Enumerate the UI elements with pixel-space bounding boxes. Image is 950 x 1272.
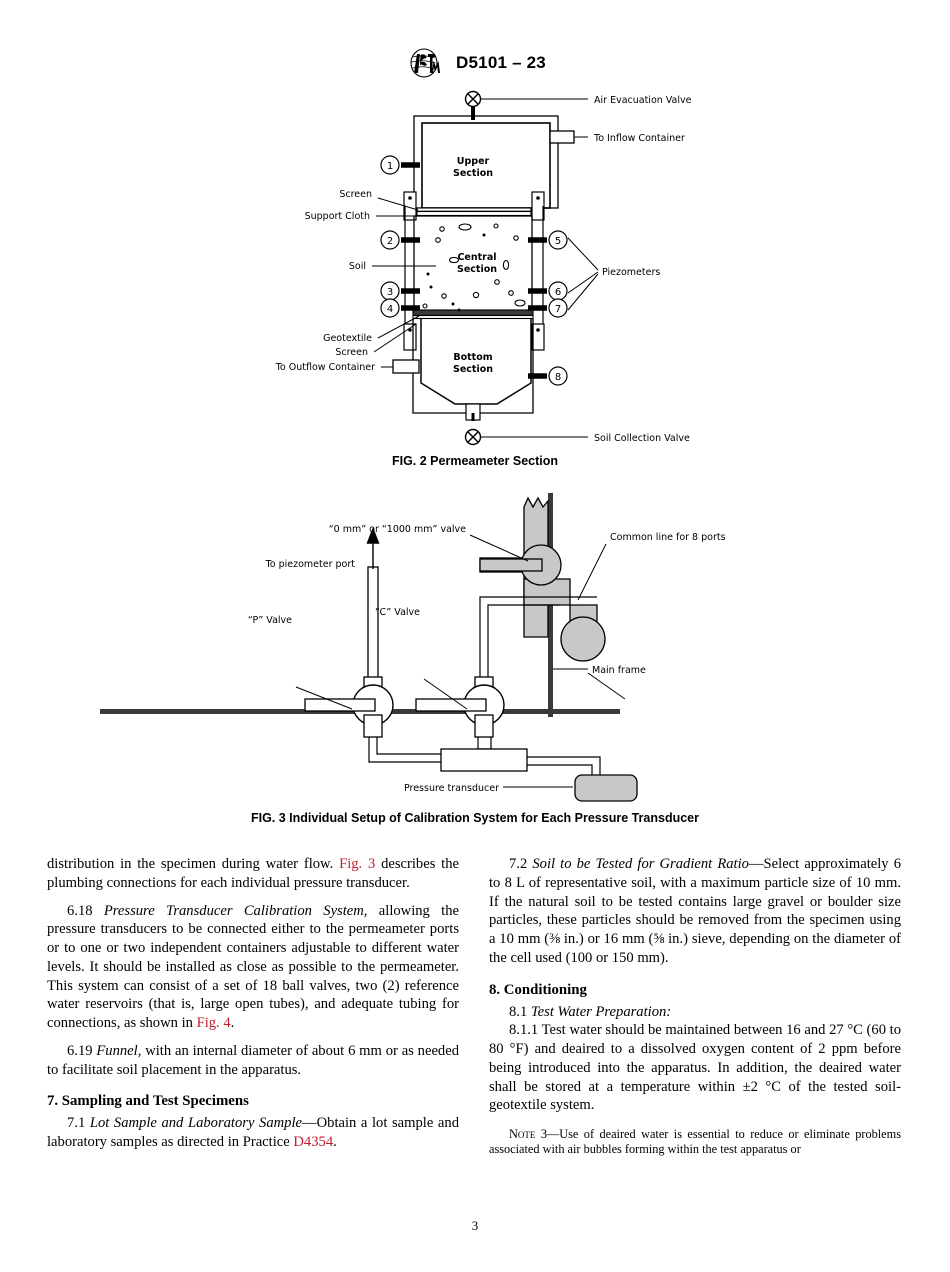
figure-2-permeameter-section: Upper Section Central Section Bottom Sec…	[0, 88, 950, 448]
paragraph-7-1: 7.1 Lot Sample and Laboratory Sample—Obt…	[47, 1115, 460, 1150]
paragraph-8-1-1: 8.1.1 Test water should be maintained be…	[489, 1022, 902, 1114]
document-header: D5101 – 23	[0, 48, 950, 78]
port-number-8: 8	[555, 372, 561, 383]
c-valve-assembly	[415, 596, 597, 750]
callout-air-evacuation-valve: Air Evacuation Valve	[594, 95, 692, 106]
bottom-section-label-line1: Bottom	[453, 352, 492, 363]
body-right-column: 7.2 Soil to be Tested for Gradient Ratio…	[489, 855, 901, 1158]
paragraph-7-2: 7.2 Soil to be Tested for Gradient Ratio…	[489, 856, 902, 966]
callout-to-outflow-container: To Outflow Container	[275, 362, 375, 373]
zero-thousand-valve-handle	[479, 558, 543, 572]
paragraph-6-19: 6.19 Funnel, with an internal diameter o…	[47, 1042, 459, 1078]
heading-7-sampling-and-test-specimens: 7. Sampling and Test Specimens	[47, 1093, 249, 1110]
callout-screen-lower: Screen	[335, 347, 368, 358]
figure-3-svg: “0 mm” or “1000 mm” valve Common line fo…	[100, 493, 726, 802]
callout-soil-collection-valve: Soil Collection Valve	[594, 433, 690, 444]
p-valve-assembly	[304, 676, 441, 763]
port-number-5: 5	[555, 236, 561, 247]
link-fig-4[interactable]: Fig. 4	[196, 1015, 231, 1031]
soil-particles	[422, 223, 526, 309]
central-section-label-line1: Central	[457, 252, 496, 263]
callout-soil: Soil	[349, 261, 366, 272]
port-number-7: 7	[555, 304, 561, 315]
callout-support-cloth: Support Cloth	[305, 211, 370, 222]
upper-section-label-line1: Upper	[457, 156, 490, 167]
port-number-1: 1	[387, 161, 393, 172]
callout-p-valve: “P” Valve	[248, 615, 292, 626]
port-number-4: 4	[387, 304, 393, 315]
callout-0mm-1000mm-valve: “0 mm” or “1000 mm” valve	[329, 524, 466, 535]
document-designation: D5101 – 23	[456, 53, 546, 72]
paragraph-6-18: 6.18 Pressure Transducer Calibration Sys…	[47, 902, 460, 1032]
link-fig-3[interactable]: Fig. 3	[339, 856, 376, 872]
callout-c-valve: “C” Valve	[375, 607, 420, 618]
figure-2-svg: Upper Section Central Section Bottom Sec…	[275, 90, 692, 446]
upper-section-label-line2: Section	[453, 168, 493, 179]
link-d4354[interactable]: D4354	[293, 1134, 334, 1150]
callout-geotextile: Geotextile	[323, 333, 372, 344]
callout-to-piezometer-port: To piezometer port	[265, 559, 356, 570]
common-line-ball-valve	[560, 616, 606, 662]
port-number-3: 3	[387, 287, 393, 298]
body-left-column: distribution in the specimen during wate…	[47, 855, 459, 1152]
bottom-section-label-line2: Section	[453, 364, 493, 375]
callout-to-inflow-container: To Inflow Container	[593, 133, 685, 144]
figure-3-caption: FIG. 3 Individual Setup of Calibration S…	[250, 811, 700, 825]
figure-2-caption: FIG. 2 Permeameter Section	[391, 454, 559, 468]
pressure-transducer-body	[574, 774, 638, 802]
heading-8-conditioning: 8. Conditioning	[489, 981, 587, 998]
astm-logo-icon	[410, 48, 441, 78]
page-number: 3	[471, 1218, 479, 1233]
paragraph-8-1: 8.1 Test Water Preparation:	[509, 1003, 672, 1020]
callout-screen-upper: Screen	[339, 189, 372, 200]
callout-piezometers: Piezometers	[602, 267, 660, 278]
note-3: Note 3—Use of deaired water is essential…	[489, 1127, 901, 1157]
port-number-2: 2	[387, 236, 393, 247]
piezometer-riser	[367, 566, 379, 683]
callout-main-frame: Main frame	[592, 665, 646, 676]
figure-3-calibration-setup: “0 mm” or “1000 mm” valve Common line fo…	[0, 487, 950, 812]
callout-common-line-8-ports: Common line for 8 ports	[610, 532, 726, 543]
central-section-label-line2: Section	[457, 264, 497, 275]
paragraph-continuation: distribution in the specimen during wate…	[47, 856, 459, 891]
callout-pressure-transducer: Pressure transducer	[404, 783, 499, 794]
note-label: Note	[509, 1127, 536, 1141]
tee-fitting	[440, 748, 601, 779]
port-number-6: 6	[555, 287, 561, 298]
